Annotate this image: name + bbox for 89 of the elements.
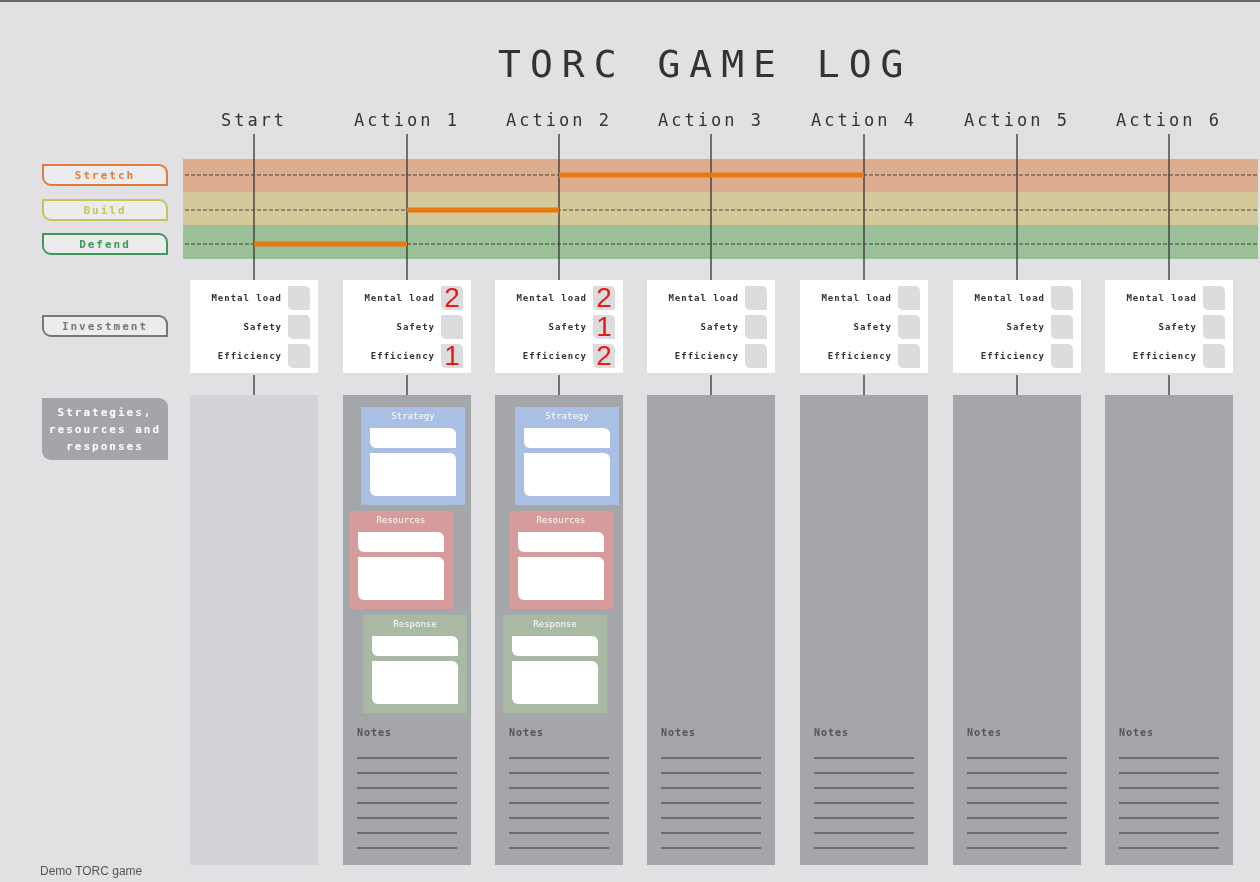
notes-heading: Notes xyxy=(509,727,545,738)
score-box xyxy=(745,286,767,310)
investment-label: Safety xyxy=(1006,321,1045,334)
column-panel xyxy=(953,395,1081,865)
investment-card xyxy=(190,280,318,373)
notes-heading: Notes xyxy=(967,727,1003,738)
investment-label: Safety xyxy=(243,321,282,334)
investment-label: Mental load xyxy=(668,292,739,305)
score-box xyxy=(898,344,920,368)
score-box xyxy=(1203,315,1225,339)
connector-line xyxy=(558,133,560,283)
investment-label: Mental load xyxy=(1126,292,1197,305)
score-box xyxy=(898,286,920,310)
investment-label: Safety xyxy=(853,321,892,334)
score-box: 2 xyxy=(593,344,615,368)
column-panel xyxy=(647,395,775,865)
column-panel xyxy=(495,395,623,865)
investment-label: Efficiency xyxy=(217,350,282,363)
connector-line xyxy=(863,133,865,283)
investment-label: Efficiency xyxy=(1132,350,1197,363)
investment-label: Efficiency xyxy=(370,350,435,363)
score-box xyxy=(1051,315,1073,339)
score-box xyxy=(288,286,310,310)
investment-card xyxy=(800,280,928,373)
column-heading: Action 4 xyxy=(798,108,930,132)
column-heading: Action 6 xyxy=(1103,108,1235,132)
caption: Demo TORC game xyxy=(40,864,143,878)
score-box xyxy=(288,315,310,339)
investment-label: Mental load xyxy=(974,292,1045,305)
column-panel xyxy=(800,395,928,865)
column-panel xyxy=(1105,395,1233,865)
score-box xyxy=(898,315,920,339)
notes-heading: Notes xyxy=(814,727,850,738)
game-card: Resources xyxy=(509,511,613,609)
investment-label: Mental load xyxy=(211,292,282,305)
score-box xyxy=(745,344,767,368)
column-heading: Action 3 xyxy=(645,108,777,132)
score-box xyxy=(1051,286,1073,310)
investment-label: Safety xyxy=(396,321,435,334)
game-card: Response xyxy=(363,615,467,713)
column-heading: Action 5 xyxy=(951,108,1083,132)
row-label-tag: Stretch xyxy=(42,164,168,186)
row-label-tag: Defend xyxy=(42,233,168,255)
investment-label: Mental load xyxy=(821,292,892,305)
investment-label: Mental load xyxy=(364,292,435,305)
row-label-tag: Strategies, resources and responses xyxy=(42,398,168,460)
score-box: 2 xyxy=(441,286,463,310)
investment-label: Safety xyxy=(700,321,739,334)
game-card: Resources xyxy=(349,511,453,609)
connector-line xyxy=(710,133,712,283)
connector-line xyxy=(253,133,255,283)
column-panel xyxy=(190,395,318,865)
investment-label: Efficiency xyxy=(674,350,739,363)
score-box xyxy=(441,315,463,339)
investment-card xyxy=(343,280,471,373)
game-card: Strategy xyxy=(515,407,619,505)
connector-line xyxy=(1016,133,1018,283)
investment-label: Efficiency xyxy=(980,350,1045,363)
notes-heading: Notes xyxy=(661,727,697,738)
investment-card xyxy=(495,280,623,373)
connector-line xyxy=(406,133,408,283)
row-label-tag: Build xyxy=(42,199,168,221)
notes-heading: Notes xyxy=(1119,727,1155,738)
investment-card xyxy=(953,280,1081,373)
score-box xyxy=(1203,344,1225,368)
row-label-tag: Investment xyxy=(42,315,168,337)
column-heading: Action 1 xyxy=(341,108,473,132)
investment-card xyxy=(1105,280,1233,373)
score-box: 1 xyxy=(593,315,615,339)
investment-label: Safety xyxy=(1158,321,1197,334)
score-box xyxy=(745,315,767,339)
investment-label: Mental load xyxy=(516,292,587,305)
column-heading: Start xyxy=(188,108,320,132)
score-box xyxy=(1203,286,1225,310)
score-box xyxy=(288,344,310,368)
title: TORC GAME LOG xyxy=(498,42,913,86)
connector-line xyxy=(1168,133,1170,283)
score-box xyxy=(1051,344,1073,368)
investment-label: Safety xyxy=(548,321,587,334)
investment-card xyxy=(647,280,775,373)
game-card: Response xyxy=(503,615,607,713)
game-card: Strategy xyxy=(361,407,465,505)
score-box: 1 xyxy=(441,344,463,368)
column-panel xyxy=(343,395,471,865)
investment-label: Efficiency xyxy=(522,350,587,363)
column-heading: Action 2 xyxy=(493,108,625,132)
notes-heading: Notes xyxy=(357,727,393,738)
score-box: 2 xyxy=(593,286,615,310)
investment-label: Efficiency xyxy=(827,350,892,363)
